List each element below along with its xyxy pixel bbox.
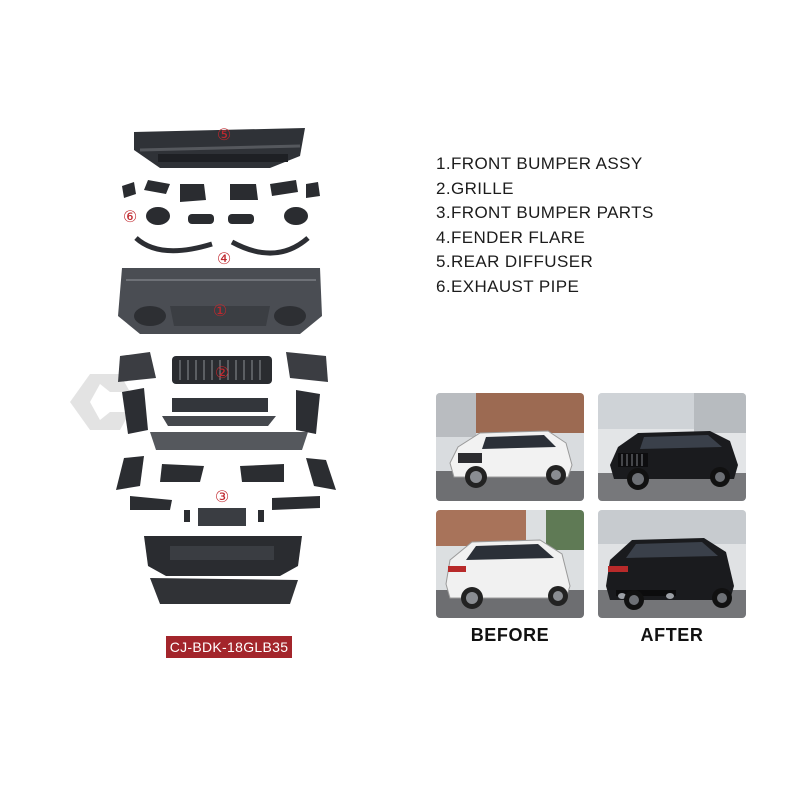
- callout-1: ①: [213, 301, 227, 320]
- undertray-part: [144, 536, 302, 604]
- parts-list-item: 2.GRILLE: [436, 178, 514, 198]
- callout-2: ②: [215, 363, 229, 382]
- after-rear-photo: [598, 510, 746, 618]
- callout-4: ④: [217, 249, 231, 268]
- part-code-badge: CJ-BDK-18GLB35: [166, 636, 292, 658]
- parts-list: 1.FRONT BUMPER ASSY 2.GRILLE 3.FRONT BUM…: [436, 152, 654, 299]
- front-bumper-parts: [116, 456, 336, 526]
- before-caption: BEFORE: [470, 625, 550, 645]
- before-front-photo: [436, 393, 584, 501]
- parts-list-item: 5.REAR DIFFUSER: [436, 252, 594, 271]
- front-bumper-assy-part: [118, 268, 322, 334]
- after-caption: AFTER: [640, 625, 704, 645]
- exhaust-pipe-parts: [122, 180, 320, 225]
- watermark-logo: [50, 362, 250, 442]
- part-callouts: ⑤ ⑥ ④ ① ② ③: [123, 125, 231, 506]
- parts-list-item: 4.FENDER FLARE: [436, 227, 586, 247]
- grille-part: [118, 352, 328, 450]
- fender-flare-parts: [134, 236, 310, 256]
- callout-6: ⑥: [123, 207, 137, 226]
- parts-list-item: 6.EXHAUST PIPE: [436, 276, 580, 296]
- rear-diffuser-part: [134, 128, 305, 168]
- after-front-photo: [598, 393, 746, 501]
- before-rear-photo: [436, 510, 584, 618]
- parts-diagram: ⑤ ⑥ ④ ① ② ③: [100, 120, 360, 660]
- parts-list-item: 1.FRONT BUMPER ASSY: [436, 154, 643, 173]
- parts-list-item: 3.FRONT BUMPER PARTS: [436, 203, 654, 222]
- callout-3: ③: [215, 487, 229, 506]
- callout-5: ⑤: [217, 125, 231, 144]
